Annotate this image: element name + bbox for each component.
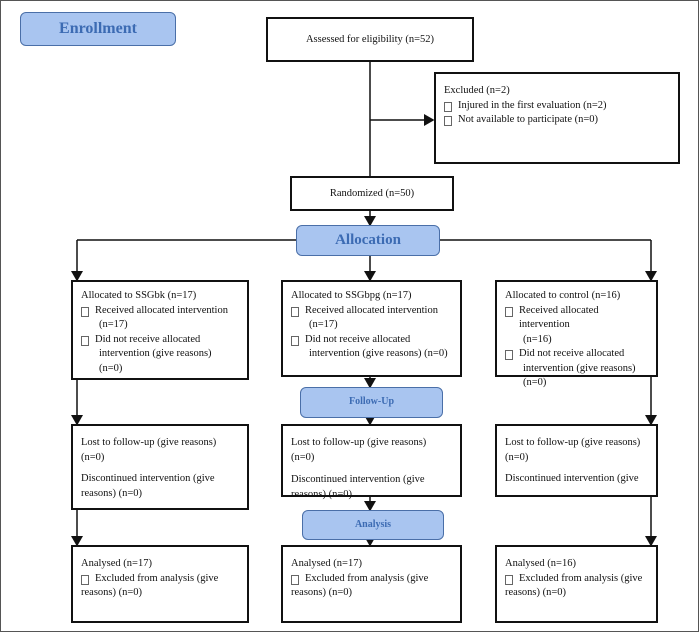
list-item: Excluded from analysis (give (291, 572, 452, 587)
list-item: Received allocated intervention (81, 304, 239, 319)
analysis-stage-label: Analysis (302, 510, 444, 540)
checkbox-bullet-icon (291, 306, 299, 317)
excluded-box: Excluded (n=2) Injured in the first eval… (434, 72, 680, 164)
list-item: Did not receive allocated (291, 333, 452, 348)
checkbox-bullet-icon (444, 101, 452, 112)
not-received-reason: intervention (give reasons) (523, 362, 636, 374)
discontinued-label: Discontinued intervention (give (81, 473, 215, 484)
discontinued-count: reasons) (n=0) (81, 487, 143, 499)
not-received-reason: intervention (give reasons) (n=0) (309, 348, 448, 359)
analysis-box-ssgbpg: Analysed (n=17) Excluded from analysis (… (281, 545, 462, 623)
lost-count: (n=0) (505, 451, 529, 463)
assessed-box: Assessed for eligibility (n=52) (266, 17, 474, 62)
checkbox-bullet-icon (81, 574, 89, 585)
checkbox-bullet-icon (505, 574, 513, 585)
received-count: (n=16) (523, 333, 552, 345)
checkbox-bullet-icon (505, 306, 513, 317)
checkbox-bullet-icon (291, 335, 299, 346)
list-item: Did not receive allocated (505, 347, 648, 362)
allocation-box-ssgbpg: Allocated to SSGbpg (n=17) Received allo… (281, 280, 462, 377)
lost-label: Lost to follow-up (give reasons) (81, 437, 217, 448)
list-item: Did not receive allocated (81, 333, 239, 348)
discontinued-label: Discontinued intervention (give (291, 474, 425, 485)
follow-up-box-ssgbk: Lost to follow-up (give reasons) (n=0) D… (71, 424, 249, 510)
allocation-box-ssgbk: Allocated to SSGbk (n=17) Received alloc… (71, 280, 249, 380)
follow-up-box-ssgbpg: Lost to follow-up (give reasons) (n=0) D… (281, 424, 462, 500)
checkbox-bullet-icon (505, 350, 513, 360)
excluded-title: Excluded (n=2) (444, 85, 510, 96)
lost-label: Lost to follow-up (give reasons) (n=0) (291, 437, 427, 463)
excluded-count: reasons) (n=0) (291, 587, 353, 598)
allocated-label: Allocated to control (n=16) (505, 290, 621, 301)
lost-count: (n=0) (81, 451, 105, 463)
lost-label: Lost to follow-up (give reasons) (505, 437, 641, 448)
discontinued-label: Discontinued intervention (give (505, 473, 639, 484)
analysed-label: Analysed (n=17) (81, 558, 152, 569)
analysis-box-ssgbk: Analysed (n=17) Excluded from analysis (… (71, 545, 249, 623)
checkbox-bullet-icon (81, 306, 89, 317)
list-item: Received allocated intervention (505, 304, 648, 333)
list-item: Excluded from analysis (give (505, 572, 648, 587)
received-count: (n=17) (309, 319, 338, 330)
analysed-label: Analysed (n=16) (505, 558, 576, 569)
follow-up-stage-label: Follow-Up (300, 387, 443, 418)
excluded-count: reasons) (n=0) (81, 587, 143, 598)
list-item: Received allocated intervention (291, 304, 452, 319)
excluded-item: Injured in the first evaluation (n=2) (444, 99, 670, 114)
checkbox-bullet-icon (444, 116, 452, 126)
not-received-count: (n=0) (523, 377, 547, 388)
allocated-label: Allocated to SSGbk (n=17) (81, 290, 197, 301)
checkbox-bullet-icon (81, 335, 89, 346)
allocated-label: Allocated to SSGbpg (n=17) (291, 290, 412, 301)
allocation-box-control: Allocated to control (n=16) Received all… (495, 280, 658, 388)
allocation-stage-label: Allocation (296, 225, 440, 256)
discontinued-count: reasons) (n=0) (291, 488, 353, 500)
randomized-box: Randomized (n=50) (290, 176, 454, 211)
checkbox-bullet-icon (291, 574, 299, 585)
excluded-count: reasons) (n=0) (505, 587, 567, 598)
analysed-label: Analysed (n=17) (291, 558, 362, 569)
follow-up-box-control: Lost to follow-up (give reasons) (n=0) D… (495, 424, 658, 497)
analysis-box-control: Analysed (n=16) Excluded from analysis (… (495, 545, 658, 623)
enrollment-stage-label: Enrollment (20, 12, 176, 46)
not-received-count: (n=0) (99, 362, 123, 374)
not-received-reason: intervention (give reasons) (99, 348, 212, 359)
list-item: Excluded from analysis (give (81, 572, 239, 587)
excluded-item: Not available to participate (n=0) (444, 113, 670, 128)
received-count: (n=17) (99, 319, 128, 330)
